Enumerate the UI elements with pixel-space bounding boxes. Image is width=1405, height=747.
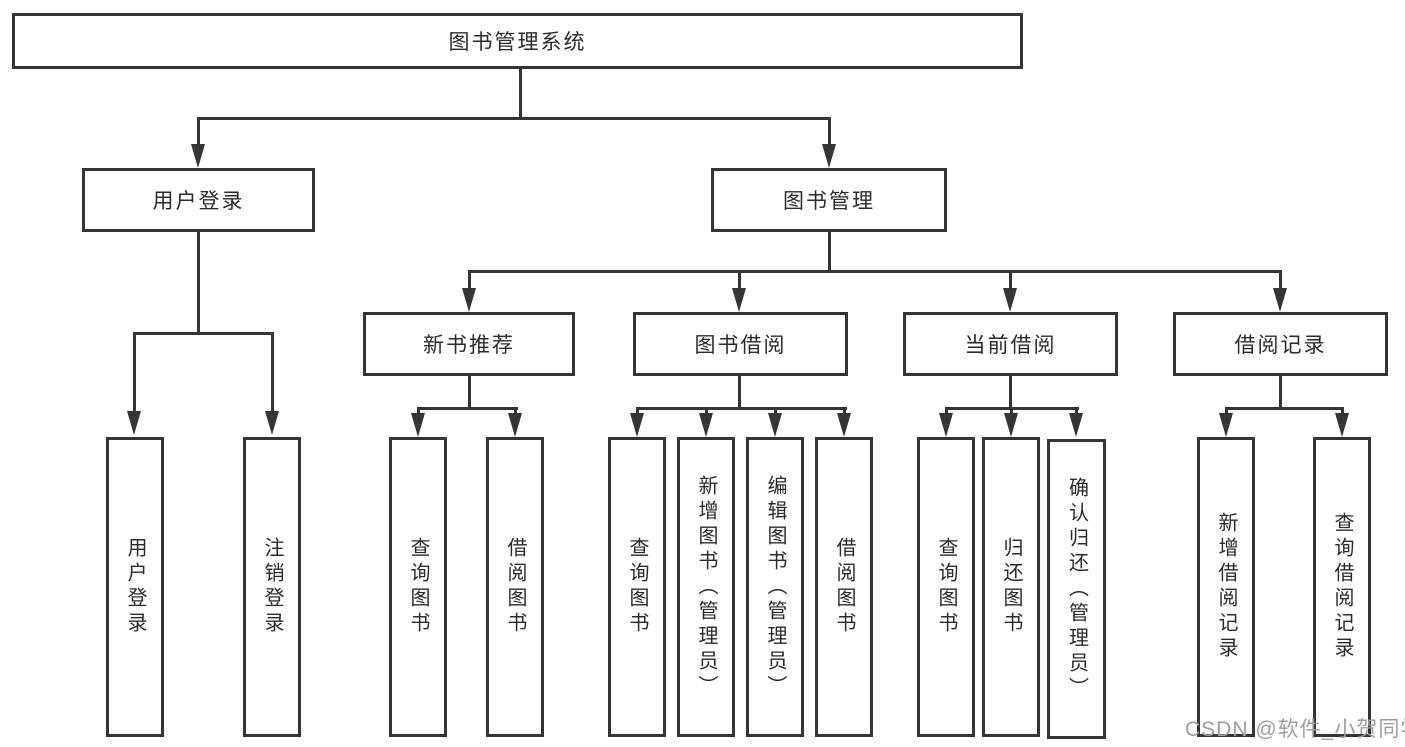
arrowhead-bb-edit xyxy=(768,413,782,437)
connector-drop-leaf-logout xyxy=(271,332,274,414)
arrowhead-book-borrow xyxy=(732,288,746,312)
connector-drop-book-borrow xyxy=(738,270,741,292)
connector-drop-bb-borrow xyxy=(843,407,846,417)
leaf-query-books-current: 查询图书 xyxy=(917,437,975,737)
leaf-return-books: 归还图书 xyxy=(982,437,1040,737)
connector-borrow-records-stem xyxy=(1279,376,1282,410)
connector-book-management-bar xyxy=(468,270,1282,273)
connector-book-borrow-bar xyxy=(636,407,847,410)
node-library-management-system: 图书管理系统 xyxy=(12,13,1023,69)
leaf-logout: 注销登录 xyxy=(243,437,301,737)
connector-root-bar xyxy=(197,117,831,120)
connector-book-borrow-stem xyxy=(738,376,741,410)
node-book-borrowing: 图书借阅 xyxy=(633,312,848,376)
arrowhead-br-add xyxy=(1219,413,1233,437)
node-user-login: 用户登录 xyxy=(82,168,315,232)
connector-user-login-bar xyxy=(133,332,274,335)
leaf-add-borrow-record: 新增借阅记录 xyxy=(1197,437,1255,737)
connector-drop-cb-return xyxy=(1010,407,1013,417)
leaf-borrow-books: 借阅图书 xyxy=(815,437,873,737)
connector-drop-br-add xyxy=(1225,407,1228,417)
arrowhead-cb-return xyxy=(1004,413,1018,437)
leaf-edit-books-admin: 编辑图书（管理员） xyxy=(746,437,804,737)
connector-book-management-stem xyxy=(828,232,831,273)
arrowhead-bb-add xyxy=(699,413,713,437)
connector-current-borrow-stem xyxy=(1009,376,1012,410)
arrowhead-book-management xyxy=(822,144,836,168)
connector-drop-br-query xyxy=(1341,407,1344,417)
arrowhead-bb-query xyxy=(630,413,644,437)
connector-drop-leaf-user-login xyxy=(133,332,136,414)
arrowhead-leaf-logout xyxy=(265,411,279,435)
arrowhead-current-borrow xyxy=(1003,288,1017,312)
leaf-user-login: 用户登录 xyxy=(106,437,164,737)
connector-drop-book-management xyxy=(828,117,831,148)
connector-drop-user-login xyxy=(197,117,200,148)
connector-root-stem xyxy=(519,69,522,120)
connector-drop-bb-query xyxy=(636,407,639,417)
node-borrowing-records: 借阅记录 xyxy=(1173,312,1388,376)
arrowhead-leaf-user-login xyxy=(127,411,141,435)
connector-user-login-stem xyxy=(197,232,200,335)
node-current-borrowing: 当前借阅 xyxy=(903,312,1118,376)
connector-drop-current-borrow xyxy=(1009,270,1012,292)
connector-drop-bb-edit xyxy=(774,407,777,417)
arrowhead-cb-confirm xyxy=(1069,413,1083,437)
connector-borrow-records-bar xyxy=(1225,407,1344,410)
connector-drop-borrow-records xyxy=(1279,270,1282,292)
node-new-book-recommendation: 新书推荐 xyxy=(363,312,575,376)
arrowhead-nb-query xyxy=(411,413,425,437)
connector-drop-cb-confirm xyxy=(1075,407,1078,417)
arrowhead-user-login xyxy=(191,144,205,168)
connector-new-book-stem xyxy=(468,376,471,410)
arrowhead-cb-query xyxy=(939,413,953,437)
arrowhead-br-query xyxy=(1335,413,1349,437)
csdn-watermark: CSDN @软件_小贺同学 xyxy=(1185,718,1405,741)
connector-drop-nb-borrow xyxy=(514,407,517,417)
connector-drop-nb-query xyxy=(417,407,420,417)
leaf-query-books-borrowing: 查询图书 xyxy=(608,437,666,737)
leaf-confirm-return-admin: 确认归还（管理员） xyxy=(1047,439,1106,739)
connector-new-book-bar xyxy=(417,407,518,410)
arrowhead-bb-borrow xyxy=(837,413,851,437)
leaf-query-borrow-record: 查询借阅记录 xyxy=(1313,437,1371,737)
arrowhead-borrow-records xyxy=(1273,288,1287,312)
connector-drop-bb-add xyxy=(705,407,708,417)
leaf-borrow-books-recommend: 借阅图书 xyxy=(486,437,544,737)
arrowhead-new-book xyxy=(462,288,476,312)
connector-drop-new-book xyxy=(468,270,471,292)
leaf-query-books-recommend: 查询图书 xyxy=(389,437,447,737)
connector-drop-cb-query xyxy=(945,407,948,417)
node-book-management: 图书管理 xyxy=(711,168,947,232)
arrowhead-nb-borrow xyxy=(508,413,522,437)
leaf-add-books-admin: 新增图书（管理员） xyxy=(677,437,735,737)
